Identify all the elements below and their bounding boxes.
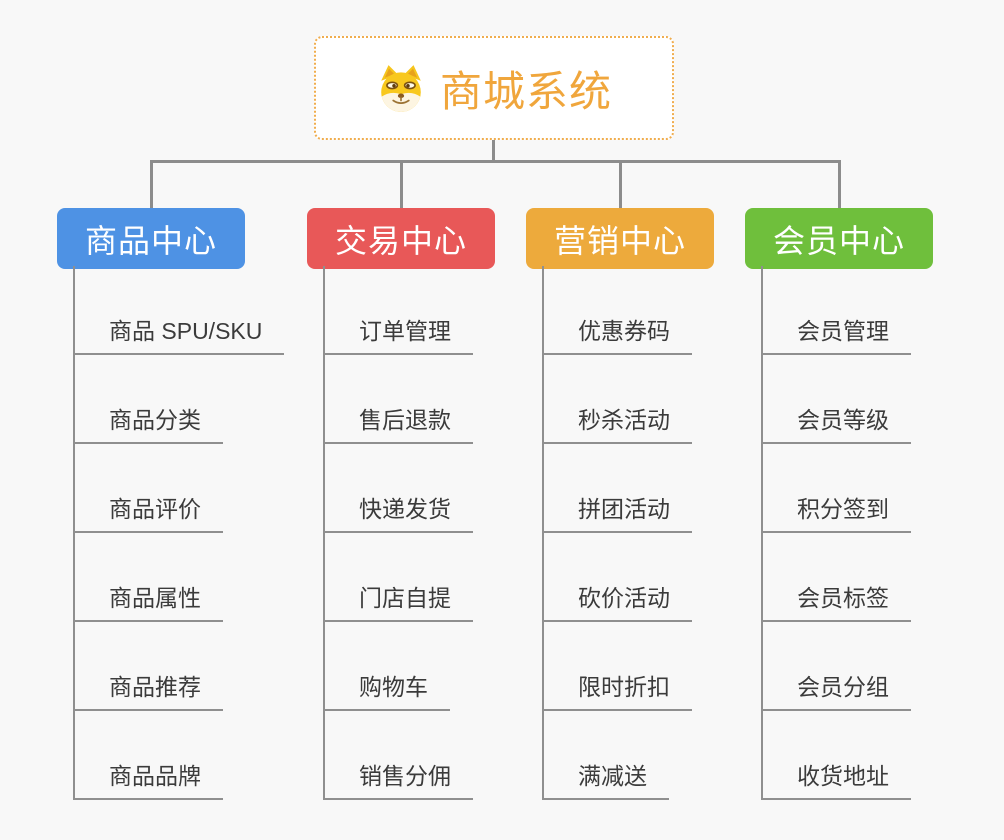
child-node[interactable]: 商品分类	[75, 401, 223, 444]
child-row: 秒杀活动	[544, 355, 692, 444]
branch-children-spine: 订单管理售后退款快递发货门店自提购物车销售分佣	[323, 266, 473, 800]
doge-face-icon	[376, 63, 426, 113]
child-row: 会员管理	[763, 266, 911, 355]
child-node[interactable]: 商品评价	[75, 490, 223, 533]
child-node[interactable]: 商品品牌	[75, 757, 223, 800]
child-node[interactable]: 快递发货	[325, 490, 473, 533]
child-node[interactable]: 积分签到	[763, 490, 911, 533]
child-row: 会员标签	[763, 533, 911, 622]
root-node[interactable]: 商城系统	[314, 36, 674, 140]
child-row: 商品评价	[75, 444, 284, 533]
child-row: 商品分类	[75, 355, 284, 444]
child-row: 限时折扣	[544, 622, 692, 711]
branch-column: 会员中心会员管理会员等级积分签到会员标签会员分组收货地址	[745, 208, 995, 800]
child-row: 收货地址	[763, 711, 911, 800]
child-node[interactable]: 购物车	[325, 668, 450, 711]
child-row: 优惠券码	[544, 266, 692, 355]
child-node[interactable]: 会员等级	[763, 401, 911, 444]
child-node[interactable]: 秒杀活动	[544, 401, 692, 444]
child-row: 砍价活动	[544, 533, 692, 622]
branch-node[interactable]: 商品中心	[57, 208, 245, 269]
child-node[interactable]: 优惠券码	[544, 312, 692, 355]
child-node[interactable]: 收货地址	[763, 757, 911, 800]
child-row: 满减送	[544, 711, 692, 800]
child-node[interactable]: 商品属性	[75, 579, 223, 622]
child-row: 订单管理	[325, 266, 473, 355]
child-node[interactable]: 商品推荐	[75, 668, 223, 711]
child-row: 会员等级	[763, 355, 911, 444]
child-row: 商品品牌	[75, 711, 284, 800]
connector-root-stub	[492, 140, 495, 161]
branch-node[interactable]: 营销中心	[526, 208, 714, 269]
child-node[interactable]: 销售分佣	[325, 757, 473, 800]
child-row: 积分签到	[763, 444, 911, 533]
child-node[interactable]: 拼团活动	[544, 490, 692, 533]
child-row: 会员分组	[763, 622, 911, 711]
child-row: 快递发货	[325, 444, 473, 533]
child-node[interactable]: 满减送	[544, 757, 669, 800]
child-node[interactable]: 限时折扣	[544, 668, 692, 711]
connector-branch-stub	[619, 160, 622, 208]
root-title: 商城系统	[439, 67, 612, 115]
child-node[interactable]: 会员标签	[763, 579, 911, 622]
branch-column: 营销中心优惠券码秒杀活动拼团活动砍价活动限时折扣满减送	[526, 208, 776, 800]
branch-column: 商品中心商品 SPU/SKU 商品分类商品评价商品属性商品推荐商品品牌	[57, 208, 307, 800]
child-row: 商品 SPU/SKU	[75, 266, 285, 355]
child-node[interactable]: 售后退款	[325, 401, 473, 444]
child-node[interactable]: 会员管理	[763, 312, 911, 355]
child-node[interactable]: 门店自提	[325, 579, 473, 622]
branch-children-spine: 优惠券码秒杀活动拼团活动砍价活动限时折扣满减送	[542, 266, 692, 800]
child-node[interactable]: 商品 SPU/SKU	[75, 312, 285, 355]
connector-branch-stub	[150, 160, 153, 208]
child-row: 门店自提	[325, 533, 473, 622]
child-node[interactable]: 会员分组	[763, 668, 911, 711]
branch-children-spine: 商品 SPU/SKU 商品分类商品评价商品属性商品推荐商品品牌	[73, 266, 285, 800]
child-row: 购物车	[325, 622, 473, 711]
child-row: 商品推荐	[75, 622, 284, 711]
branch-column: 交易中心订单管理售后退款快递发货门店自提购物车销售分佣	[307, 208, 557, 800]
branch-node[interactable]: 交易中心	[307, 208, 495, 269]
child-row: 商品属性	[75, 533, 284, 622]
child-row: 拼团活动	[544, 444, 692, 533]
connector-branch-stub	[400, 160, 403, 208]
connector-horizontal-line	[150, 160, 840, 163]
child-row: 销售分佣	[325, 711, 473, 800]
child-node[interactable]: 砍价活动	[544, 579, 692, 622]
connector-branch-stub	[838, 160, 841, 208]
branch-node[interactable]: 会员中心	[745, 208, 933, 269]
branch-children-spine: 会员管理会员等级积分签到会员标签会员分组收货地址	[761, 266, 911, 800]
child-node[interactable]: 订单管理	[325, 312, 473, 355]
child-row: 售后退款	[325, 355, 473, 444]
